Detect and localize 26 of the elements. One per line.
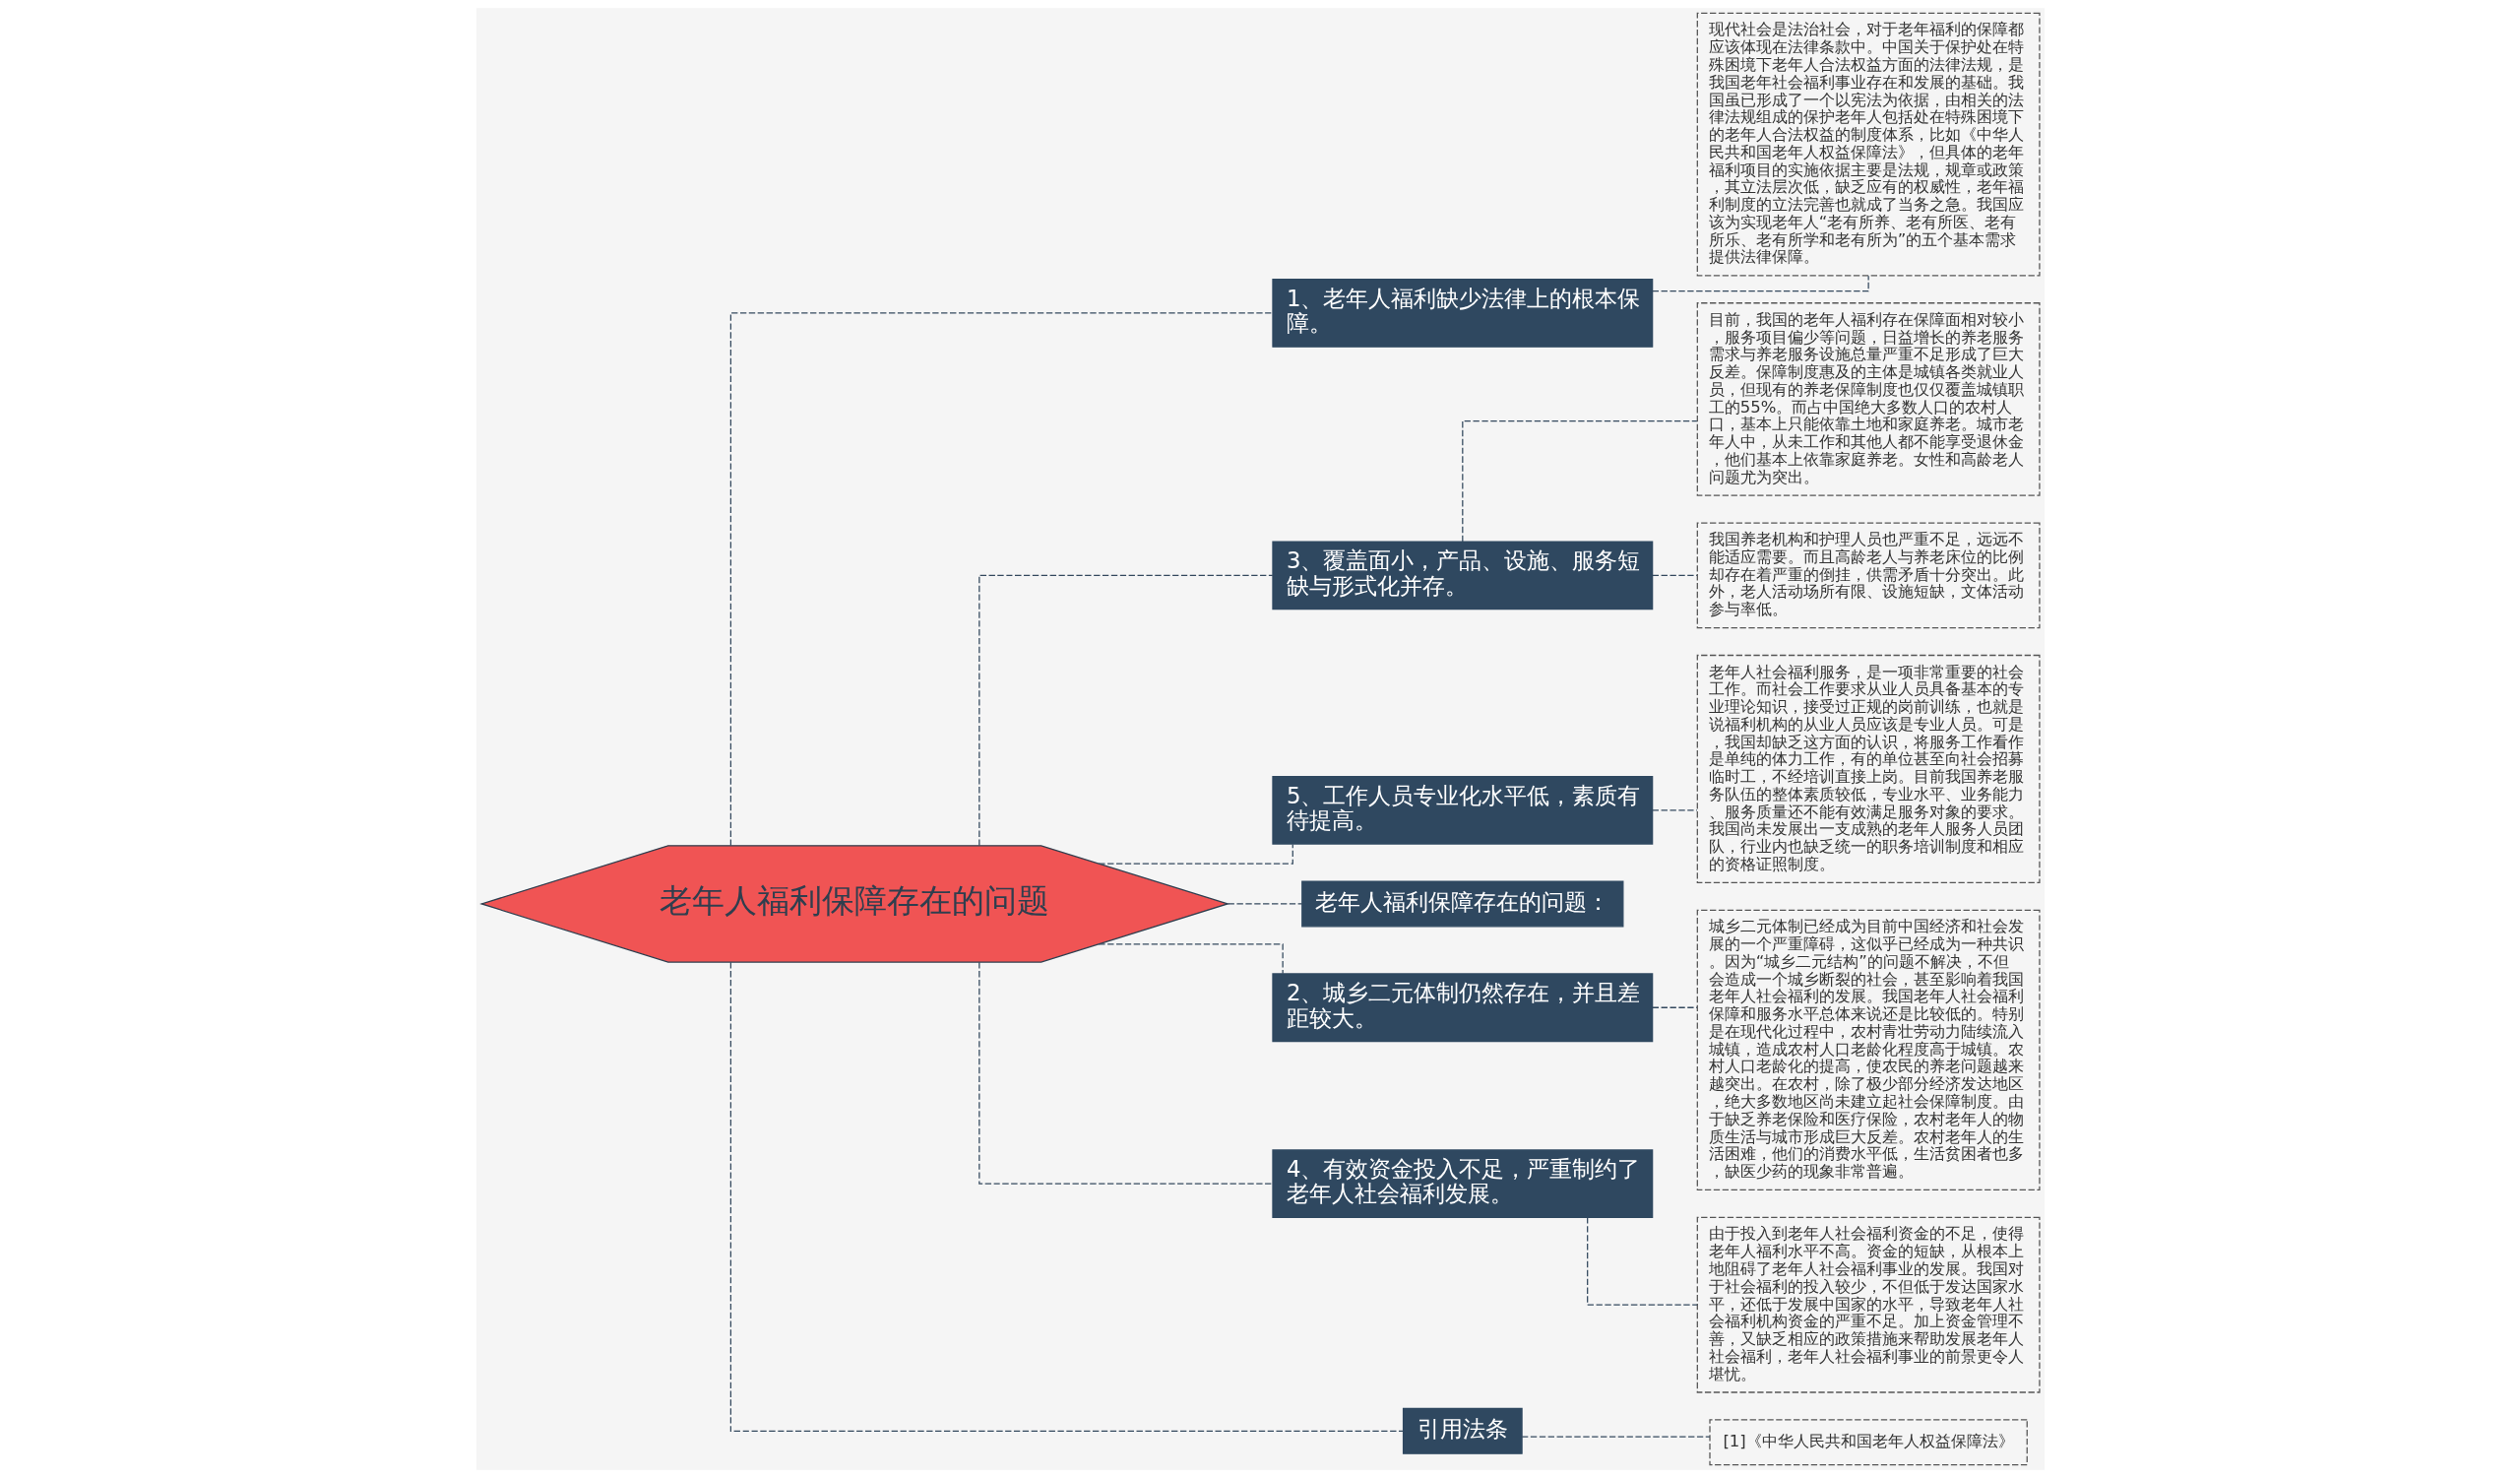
- connector: [1651, 275, 1869, 292]
- connector: [729, 961, 1404, 1432]
- connector: [729, 312, 1274, 847]
- connector: [1651, 1006, 1698, 1008]
- connector: [1586, 1216, 1698, 1306]
- connector: [977, 961, 1273, 1185]
- connector: [1227, 903, 1302, 905]
- node-box: 2、城乡二元体制仍然存在，并且差距较大。: [1271, 973, 1653, 1043]
- node-box: 目前，我国的老年人福利存在保障面相对较小，服务项目偏少等问题，日益增长的养老服务需求与养老服务设施总量严重不足形成了巨大反差。保障制度惠及的主体是城镇各类就业人员，但现有的养老保障制度也仅仅覆盖城镇职工的55%。而占中国绝大多数人口的农村人口，基本上只能依靠土地和家庭养老。城市老年人中，从未工作和其他人都不能享受退休金，他们基本上依靠家庭养老。女性和高龄老人问题尤为突出。: [1696, 302, 2041, 496]
- node-box: 老年人福利保障存在的问题：: [1300, 880, 1623, 928]
- node-box: 1、老年人福利缺少法律上的根本保障。: [1271, 279, 1653, 348]
- connector: [1651, 809, 1698, 811]
- node-box: [1]《中华人民共和国老年人权益保障法》: [1708, 1419, 2028, 1466]
- node-box: 3、覆盖面小，产品、设施、服务短缺与形式化并存。: [1271, 541, 1653, 610]
- connector: [1521, 1436, 1711, 1438]
- node-box: 5、工作人员专业化水平低，素质有待提高。: [1271, 775, 1653, 845]
- node-box: 老年人社会福利服务，是一项非常重要的社会工作。而社会工作要求从业人员具备基本的专业理论知识，接受过正规的岗前训练，也就是说福利机构的从业人员应该是专业人员。可是，我国却缺乏这方面的认识，将服务工作看作是单纯的体力工作，有的单位甚至向社会招募临时工，不经培训直接上岗。目前我国养老服务队伍的整体素质较低，专业水平、业务能力、服务质量还不能有效满足服务对象的要求。我国尚未发展出一支成熟的老年人服务人员团队，行业内也缺乏统一的职务培训制度和相应的资格证照制度。: [1696, 654, 2041, 884]
- node-box: 由于投入到老年人社会福利资金的不足，使得老年人福利水平不高。资金的短缺，从根本上地阻碍了老年人社会福利事业的发展。我国对于社会福利的投入较少，不但低于发达国家水平，还低于发展中国家的水平，导致老年人社会福利机构资金的严重不足。加上资金管理不善，又缺乏相应的政策措施来帮助发展老年人社会福利，老年人社会福利事业的前景更令人堪忧。: [1696, 1216, 2041, 1393]
- connector: [1461, 420, 1697, 543]
- node-box: 引用法条: [1402, 1407, 1523, 1454]
- node-box: 我国养老机构和护理人员也严重不足，远远不能适应需要。而且高龄老人与养老床位的比例却存在着严重的倒挂，供需矛盾十分突出。此外，老人活动场所有限、设施短缺，文体活动参与率低。: [1696, 522, 2041, 629]
- node-box: 现代社会是法治社会，对于老年福利的保障都应该体现在法律条款中。中国关于保护处在特殊困境下老年人合法权益方面的法律法规，是我国老年社会福利事业存在和发展的基础。我国虽已形成了一个以宪法为依据，由相关的法律法规组成的保护老年人包括处在特殊困境下的老年人合法权益的制度体系，比如《中华人民共和国老年人权益保障法》，但具体的老年福利项目的实施依据主要是法规，规章或政策，其立法层次低，缺乏应有的权威性，老年福利制度的立法完善也就成了当务之急。我国应该为实现老年人“老有所养、老有所医、老有所乐、老有所学和老有所为”的五个基本需求提供法律保障。: [1696, 12, 2041, 277]
- connector: [1651, 574, 1698, 576]
- node-box: 城乡二元体制已经成为目前中国经济和社会发展的一个严重障碍，这似乎已经成为一种共识。因为“城乡二元结构”的问题不解决，不但会造成一个城乡断裂的社会，甚至影响着我国老年人社会福利的发展。我国老年人社会福利保障和服务水平总体来说还是比较低的。特别是在现代化过程中，农村青壮劳动力陆续流入城镇，造成农村人口老龄化程度高于城镇。农村人口老龄化的提高，使农民的养老问题越来越突出。在农村，除了极少部分经济发达地区，绝大多数地区尚未建立起社会保障制度。由于缺乏养老保险和医疗保险，农村老年人的物质生活与城市形成巨大反差。农村老年人的生活困难，他们的消费水平低，生活贫困者也多，缺医少药的现象非常普遍。: [1696, 909, 2041, 1191]
- node-box: 4、有效资金投入不足，严重制约了老年人社会福利发展。: [1271, 1149, 1653, 1219]
- connector: [977, 574, 1273, 847]
